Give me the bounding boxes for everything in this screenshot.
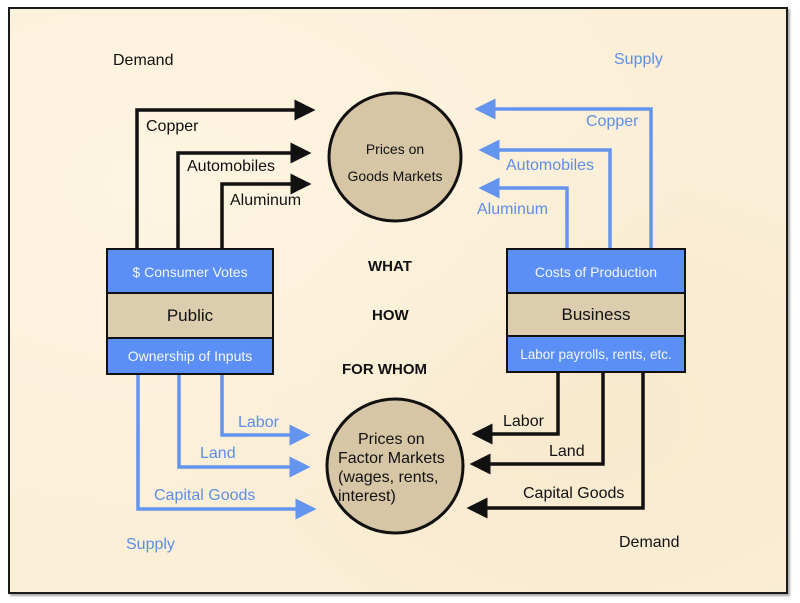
label-demand-automobiles: Automobiles — [187, 158, 276, 175]
factor-market-line3: (wages, rents, — [338, 469, 439, 486]
arrow-demand-copper — [135, 99, 316, 248]
question-what: WHAT — [368, 258, 412, 275]
goods-market-line1: Prices on — [365, 141, 425, 157]
arrow-supply-copper — [474, 98, 653, 248]
arrow-factor-demand-land — [469, 372, 605, 475]
factor-market-circle — [325, 397, 465, 535]
label-demand-bottom: Demand — [619, 534, 680, 551]
label-demand-aluminum: Aluminum — [230, 192, 302, 209]
question-how: HOW — [372, 307, 409, 324]
public-label: Public — [108, 292, 272, 339]
goods-market-circle — [327, 91, 463, 223]
arrow-factor-supply-land — [177, 374, 311, 478]
label-supply-automobiles: Automobiles — [506, 157, 595, 174]
factor-market-line4: interest) — [338, 488, 396, 505]
arrow-demand-aluminum — [220, 173, 312, 248]
question-for-whom: FOR WHOM — [342, 361, 427, 378]
label-supply-copper: Copper — [586, 113, 639, 130]
factor-market-line1: Prices on — [358, 431, 425, 448]
arrow-factor-supply-capital — [136, 374, 317, 520]
label-factor-supply-labor: Labor — [238, 414, 279, 431]
business-label: Business — [508, 292, 684, 337]
business-labor-payrolls: Labor payrolls, rents, etc. — [508, 337, 684, 371]
arrow-demand-automobiles — [176, 142, 312, 248]
arrow-factor-demand-capital — [466, 372, 645, 519]
label-factor-supply-capital: Capital Goods — [154, 487, 256, 504]
goods-market-label: Prices on Goods Markets — [329, 136, 461, 190]
business-box: Costs of Production Business Labor payro… — [506, 248, 686, 373]
label-demand-top: Demand — [113, 52, 174, 69]
goods-market-line2: Goods Markets — [347, 168, 443, 184]
arrow-factor-supply-labor — [220, 374, 311, 446]
label-factor-demand-capital: Capital Goods — [523, 485, 625, 502]
label-supply-aluminum: Aluminum — [477, 201, 549, 218]
arrow-supply-aluminum — [478, 177, 569, 248]
label-supply-bottom: Supply — [126, 536, 175, 553]
label-factor-demand-labor: Labor — [503, 413, 544, 430]
factor-market-label: Prices on Factor Markets (wages, rents, … — [338, 430, 460, 506]
label-factor-supply-land: Land — [200, 445, 236, 462]
label-demand-copper: Copper — [146, 118, 199, 135]
business-costs-of-production: Costs of Production — [508, 250, 684, 293]
arrow-supply-automobiles — [478, 139, 612, 248]
label-factor-demand-land: Land — [549, 443, 585, 460]
public-box: $ Consumer Votes Public Ownership of Inp… — [106, 248, 274, 375]
factor-market-line2: Factor Markets — [338, 450, 445, 467]
arrow-factor-demand-labor — [471, 372, 560, 445]
public-consumer-votes: $ Consumer Votes — [108, 250, 272, 293]
label-supply-top: Supply — [614, 51, 663, 68]
public-ownership-of-inputs: Ownership of Inputs — [108, 339, 272, 373]
